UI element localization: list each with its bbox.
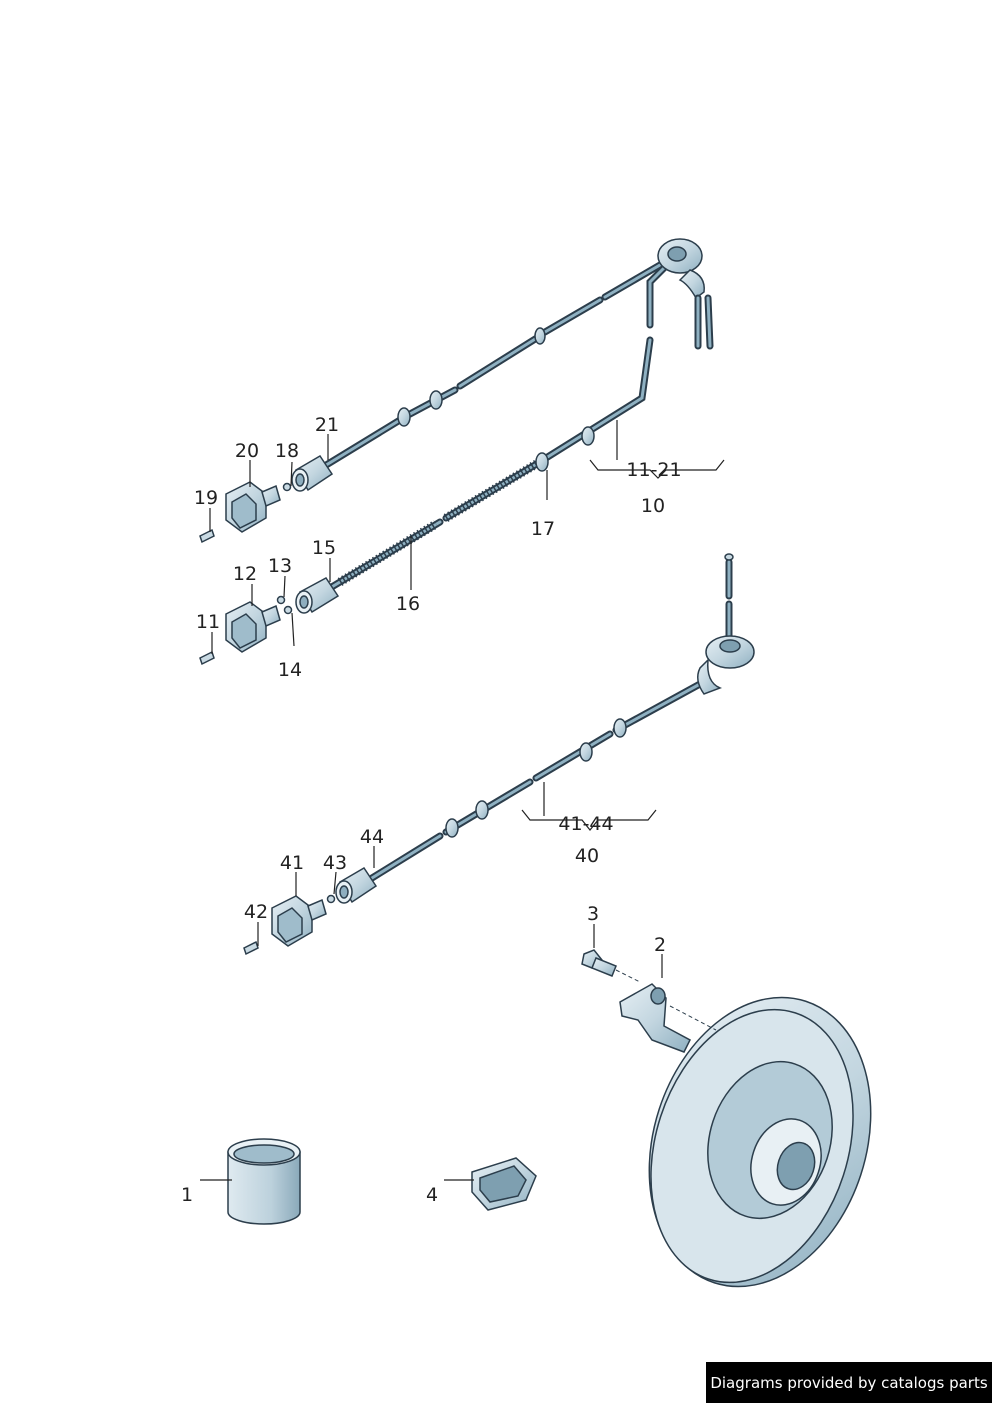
credit-text: Diagrams provided by catalogs parts: [710, 1373, 988, 1392]
sensor-cable-assembly-40: [243, 553, 755, 956]
grommet-4: [471, 1157, 537, 1211]
leader-lines: [200, 420, 725, 1181]
callout-44: 44: [360, 826, 384, 848]
brake-disc: [648, 996, 872, 1288]
callout-3: 3: [587, 903, 599, 925]
callout-20: 20: [235, 440, 259, 462]
bolt-3: [581, 949, 641, 983]
callout-10: 10: [641, 495, 665, 517]
callout-41: 41: [280, 852, 304, 874]
callout-12: 12: [233, 563, 257, 585]
credit-banner: Diagrams provided by catalogs parts: [706, 1362, 992, 1403]
sleeve-1: [227, 1138, 301, 1225]
callout-16: 16: [396, 593, 420, 615]
callout-17: 17: [531, 518, 555, 540]
callout-4: 4: [426, 1184, 438, 1206]
callout-42: 42: [244, 901, 268, 923]
callout-21: 21: [315, 414, 339, 436]
callout-2: 2: [654, 934, 666, 956]
callout-14: 14: [278, 659, 302, 681]
callout-11: 11: [196, 611, 220, 633]
sensor-cable-assembly-10: [199, 238, 714, 666]
callout-11-21: 11-21: [626, 459, 681, 481]
callout-41-44: 41-44: [558, 813, 613, 835]
callout-18: 18: [275, 440, 299, 462]
callout-15: 15: [312, 537, 336, 559]
callout-13: 13: [268, 555, 292, 577]
callout-labels: 20 18 21 19 11-21 10 17 15 13 12 16 11 1…: [181, 414, 682, 1206]
callout-43: 43: [323, 852, 347, 874]
callout-1: 1: [181, 1184, 193, 1206]
callout-19: 19: [194, 487, 218, 509]
callout-40: 40: [575, 845, 599, 867]
wheel-speed-sensor: [619, 983, 717, 1053]
